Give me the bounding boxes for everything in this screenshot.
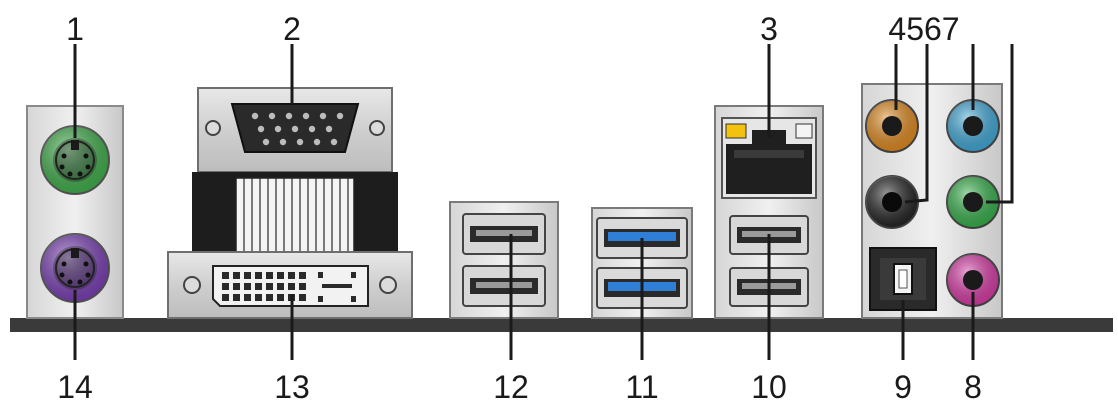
ps2-keyboard-port	[40, 233, 110, 303]
callout-13: 13	[274, 369, 310, 405]
usb2-ports	[449, 201, 559, 319]
callout-1: 1	[66, 11, 84, 47]
motherboard-edge	[10, 318, 1113, 332]
callout-12: 12	[493, 369, 529, 405]
callout-2: 2	[283, 11, 301, 47]
callout-4567: 4567	[888, 11, 959, 47]
audio-jack-orange	[865, 99, 919, 153]
ps2-mouse-port	[40, 125, 110, 195]
ps2-ports	[26, 105, 124, 319]
callout-10: 10	[751, 369, 787, 405]
callout-11: 11	[625, 369, 658, 405]
callout-9: 9	[894, 369, 912, 405]
connector-bracket	[192, 172, 398, 253]
leader-lines	[73, 44, 1014, 360]
audio-panel	[861, 83, 1003, 319]
callout-8: 8	[964, 369, 982, 405]
dvi-port	[167, 251, 413, 319]
callout-3: 3	[760, 11, 778, 47]
lan-port	[721, 117, 817, 199]
audio-jack-green	[946, 175, 1000, 229]
audio-jack-pink	[946, 253, 1000, 307]
callout-14: 14	[57, 369, 93, 405]
vga-port	[197, 87, 393, 173]
optical-spdif-port	[869, 247, 937, 311]
